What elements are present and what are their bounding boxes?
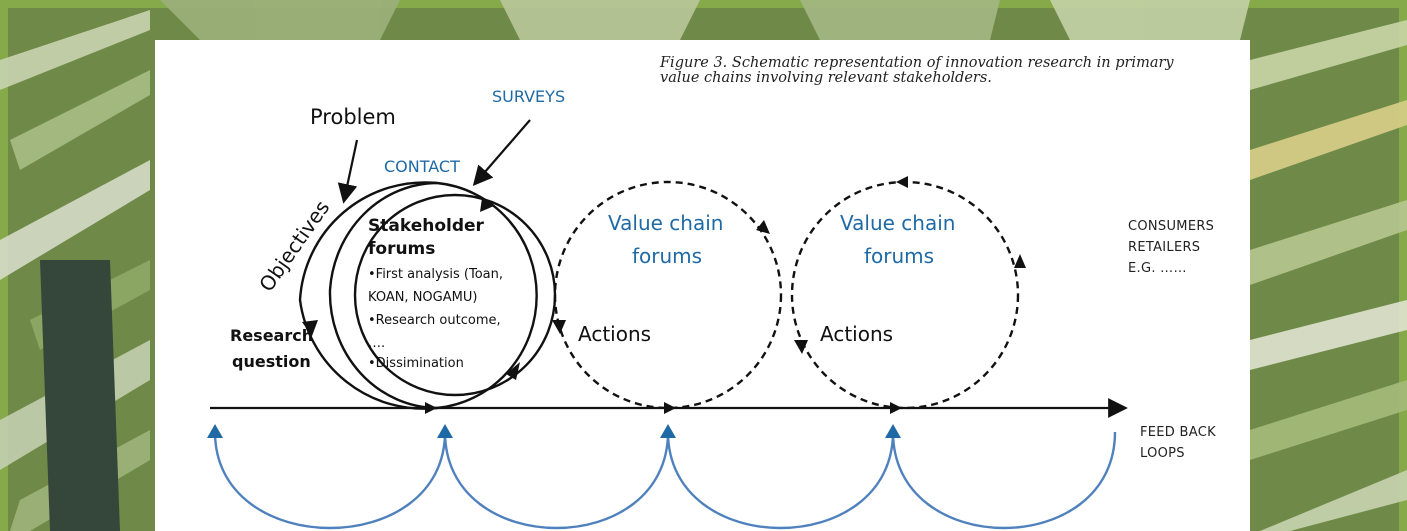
vc1-arrowhead-left bbox=[552, 320, 566, 334]
cycle-bottom-arrowhead bbox=[506, 362, 520, 380]
surveys-arrow bbox=[472, 119, 531, 186]
feedback-arrowhead-2 bbox=[437, 424, 453, 438]
value-chain-forums-1-line-2: forums bbox=[632, 244, 703, 268]
value-chain-forums-2-line-1: Value chain bbox=[840, 211, 956, 235]
stakeholder-bullet-2: KOAN, NOGAMU) bbox=[368, 290, 478, 305]
vc1-arrowhead-top bbox=[756, 220, 770, 234]
research-question-label-2: question bbox=[232, 352, 311, 371]
diagram-panel bbox=[155, 40, 1250, 531]
feedback-loop-2 bbox=[443, 431, 670, 530]
feedback-loop-3 bbox=[666, 431, 895, 530]
stakeholder-bullet-4: …. bbox=[368, 336, 386, 351]
vc2-arrowhead-right bbox=[1014, 254, 1026, 268]
feedback-loop-4 bbox=[891, 431, 1117, 530]
vc2-arrowhead-top bbox=[896, 176, 908, 188]
timeline-tick-2 bbox=[664, 402, 676, 414]
caption-line-1: Figure 3. Schematic representation of in… bbox=[660, 55, 1174, 71]
feedback-arrowhead-1 bbox=[207, 424, 223, 438]
actions-label-2: Actions bbox=[820, 322, 894, 346]
consumers-label: CONSUMERS bbox=[1128, 219, 1215, 234]
caption-line-2: value chains involving relevant stakehol… bbox=[660, 70, 992, 86]
feedback-loops bbox=[213, 431, 1117, 530]
surveys-label: SURVEYS bbox=[492, 87, 566, 106]
objectives-label: Objectives bbox=[254, 196, 334, 296]
cycle-top-arrowhead bbox=[480, 198, 494, 212]
value-chain-circle-1 bbox=[553, 180, 783, 410]
vc2-arrowhead-left bbox=[794, 340, 808, 354]
contact-loop-arc bbox=[436, 181, 538, 410]
actions-label-1: Actions bbox=[578, 322, 652, 346]
inner-cycle-left bbox=[328, 181, 438, 410]
value-chain-forums-2-line-2: forums bbox=[864, 244, 935, 268]
feedback-loops-label-1: FEED BACK bbox=[1140, 425, 1216, 440]
feedback-loop-1 bbox=[213, 431, 447, 530]
feedback-loops-label-2: LOOPS bbox=[1140, 446, 1185, 461]
research-question-label-1: Research bbox=[230, 326, 314, 345]
outer-cycle-arc bbox=[298, 181, 438, 410]
retailers-label: RETAILERS bbox=[1128, 240, 1201, 255]
objectives-arrowhead bbox=[302, 320, 318, 336]
stakeholder-bullet-3: •Research outcome, bbox=[368, 313, 501, 328]
example-label: E.G. …… bbox=[1128, 261, 1187, 276]
feedback-arrowhead-4 bbox=[885, 424, 901, 438]
stakeholder-forums-title-2: forums bbox=[368, 239, 436, 259]
problem-arrow bbox=[337, 139, 359, 204]
stakeholder-forums-title-1: Stakeholder bbox=[368, 216, 484, 236]
figure-caption: Figure 3. Schematic representation of in… bbox=[660, 56, 1240, 86]
value-chain-forums-1-line-1: Value chain bbox=[608, 211, 724, 235]
stakeholder-bullet-1: •First analysis (Toan, bbox=[368, 267, 504, 282]
stakeholder-bullet-5: •Dissimination bbox=[368, 356, 464, 371]
feedback-arrowheads bbox=[207, 424, 901, 438]
feedback-arrowhead-3 bbox=[660, 424, 676, 438]
contact-label: CONTACT bbox=[384, 157, 460, 176]
problem-label: Problem bbox=[310, 105, 396, 129]
